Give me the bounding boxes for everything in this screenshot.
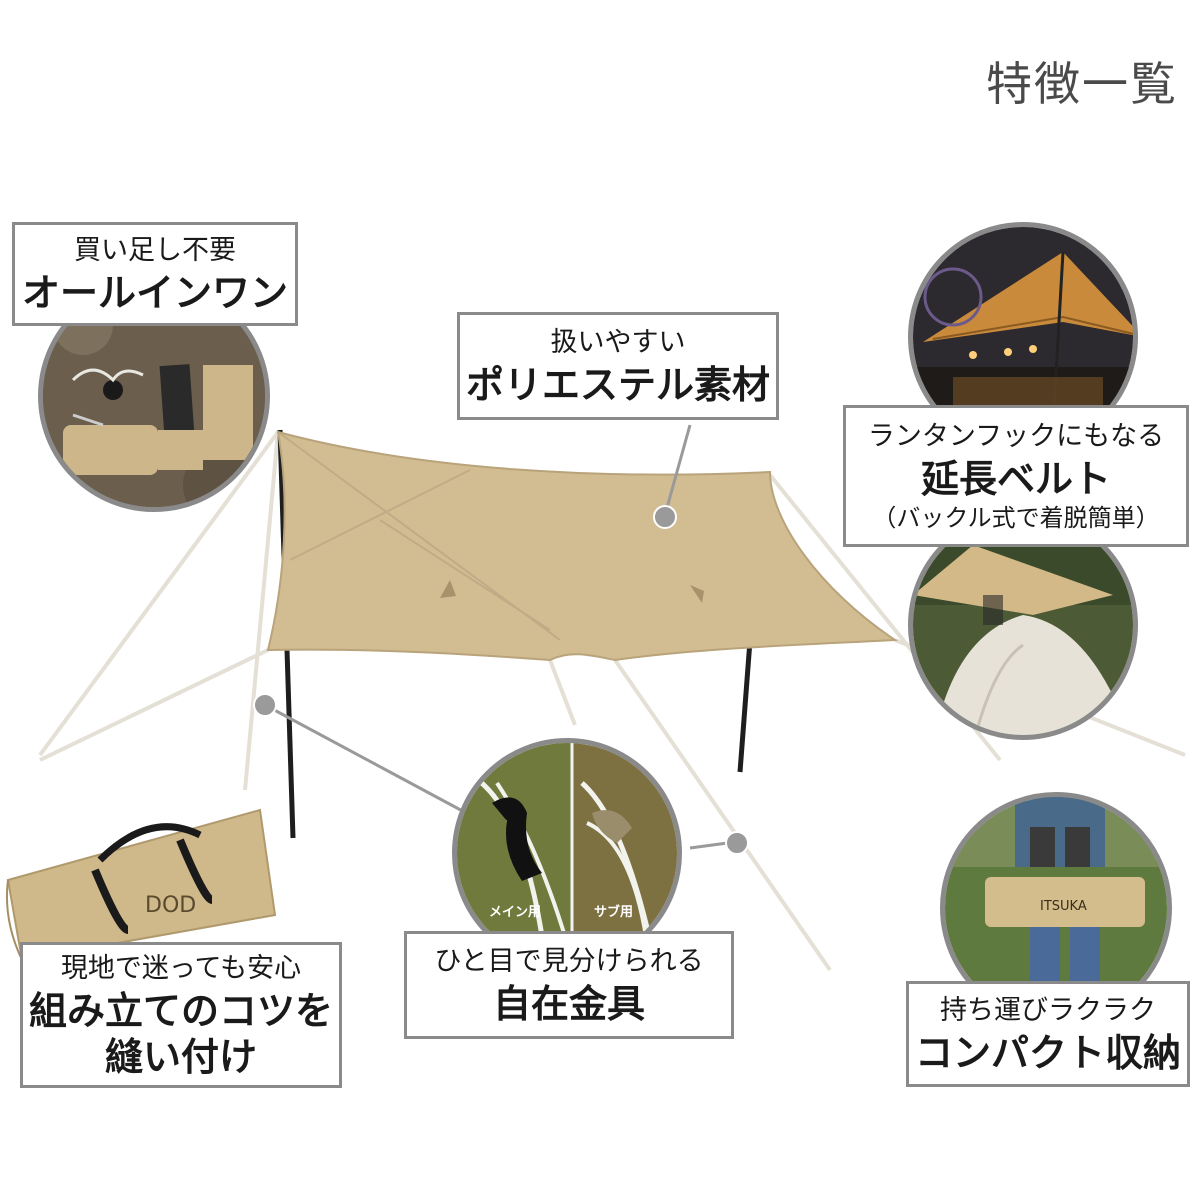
feature-fittings-main: 自在金具: [492, 982, 645, 1026]
feature-polyester: 扱いやすい ポリエステル素材: [457, 312, 779, 420]
tarp-sheet: [266, 430, 899, 662]
storage-bag-left: DOD: [5, 808, 277, 962]
feature-all-in-one: 買い足し不要 オールインワン: [12, 222, 298, 326]
pointer-dot-sewn-tips: [253, 693, 277, 717]
feature-belt-sub: ランタンフックにもなる: [867, 421, 1165, 452]
pointer-dot-material: [653, 505, 677, 529]
bag-logo: DOD: [145, 893, 196, 918]
tent-tarp-photo-circle: [908, 510, 1138, 740]
fitting-tag-main: メイン用: [489, 905, 542, 920]
feature-sewn-tips-main-1: 組み立てのコツを: [28, 989, 333, 1033]
feature-belt: ランタンフックにもなる 延長ベルト （バックル式で着脱簡単）: [843, 405, 1189, 547]
logo-mark-1: [440, 580, 456, 598]
feature-polyester-main: ポリエステル素材: [465, 363, 770, 407]
feature-polyester-sub: 扱いやすい: [550, 327, 686, 358]
feature-sewn-tips-main-2: 縫い付け: [104, 1035, 257, 1079]
feature-belt-main: 延長ベルト: [920, 457, 1111, 501]
feature-belt-note: （バックル式で着脱簡単）: [872, 504, 1160, 532]
feature-sewn-tips: 現地で迷っても安心 組み立てのコツを 縫い付け: [20, 942, 342, 1088]
feature-compact: 持ち運びラクラク コンパクト収納: [906, 981, 1190, 1087]
feature-compact-sub: 持ち運びラクラク: [940, 995, 1156, 1026]
feature-sewn-tips-sub: 現地で迷っても安心: [60, 953, 302, 984]
pointer-dot-fittings: [725, 831, 749, 855]
feature-all-in-one-main: オールインワン: [21, 271, 288, 315]
feature-compact-main: コンパクト収納: [914, 1031, 1181, 1075]
feature-fittings-sub: ひと目で見分けられる: [434, 946, 704, 977]
feature-all-in-one-sub: 買い足し不要: [74, 235, 236, 266]
logo-mark-2: [690, 585, 704, 603]
fitting-tag-sub: サブ用: [594, 905, 634, 920]
page-title: 特徴一覧: [986, 57, 1178, 111]
bag-print: ITSUKA: [1040, 899, 1087, 914]
feature-fittings: ひと目で見分けられる 自在金具: [404, 931, 734, 1039]
